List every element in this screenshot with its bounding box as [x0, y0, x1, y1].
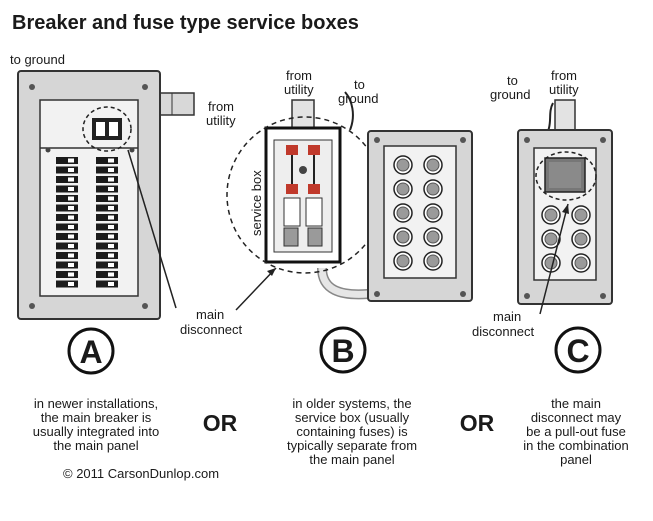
breaker-switch	[56, 195, 78, 202]
breaker-switch	[96, 166, 118, 174]
breaker-switch	[56, 176, 78, 183]
badge-a-letter: A	[79, 334, 102, 370]
label-a-from: from	[208, 99, 234, 114]
caption-c-line: disconnect may	[531, 410, 622, 425]
caption-c-line: in the combination	[523, 438, 629, 453]
caption-c-line: panel	[560, 452, 592, 467]
label-a-to-ground: to ground	[10, 52, 65, 67]
copyright-notice: © 2011 CarsonDunlop.com	[63, 466, 219, 481]
breaker-switch	[56, 223, 78, 231]
fuse-socket	[571, 229, 591, 249]
label-c-utility: utility	[549, 82, 579, 97]
breaker-switch	[96, 233, 118, 240]
badge-b-letter: B	[331, 333, 354, 369]
caption-c: the main disconnect may be a pull-out fu…	[523, 396, 629, 467]
label-a-utility: utility	[206, 113, 236, 128]
breaker-switch	[56, 233, 78, 240]
fuse-socket	[393, 203, 413, 223]
panel-a-illustration	[17, 70, 195, 320]
breaker-switch	[56, 252, 78, 259]
label-c-from: from	[551, 68, 577, 83]
label-a-main: main	[196, 307, 224, 322]
breaker-switch	[56, 214, 78, 221]
caption-c-line: the main	[551, 396, 601, 411]
caption-a: in newer installations, the main breaker…	[33, 396, 159, 453]
breaker-switch	[96, 176, 118, 183]
breaker-switch	[56, 166, 78, 174]
breaker-switch	[96, 242, 118, 250]
fuse-socket	[423, 179, 443, 199]
fuse-socket	[393, 227, 413, 247]
label-b-from: from	[286, 68, 312, 83]
breaker-switch	[96, 185, 118, 193]
label-b-service-box: service box	[249, 170, 264, 236]
breaker-switch	[56, 271, 78, 278]
label-c-ground: ground	[490, 87, 530, 102]
breaker-switch	[56, 242, 78, 250]
or-separator-1: OR	[203, 410, 238, 436]
diagram-title: Breaker and fuse type service boxes	[12, 12, 359, 34]
panel-c-illustration	[517, 99, 613, 315]
caption-b-line: service box (usually	[295, 410, 410, 425]
label-b-utility: utility	[284, 82, 314, 97]
caption-b-line: in older systems, the	[292, 396, 411, 411]
or-separator-2: OR	[460, 410, 495, 436]
fuse-socket	[423, 227, 443, 247]
fuse-socket	[423, 203, 443, 223]
fuse-socket	[393, 179, 413, 199]
fuse-socket	[393, 251, 413, 271]
breaker-rows	[56, 157, 118, 288]
breaker-switch	[56, 204, 78, 212]
caption-b-line: the main panel	[309, 452, 394, 467]
panel-b-illustration	[226, 91, 473, 311]
breaker-switch	[96, 252, 118, 259]
badge-c-letter: C	[566, 333, 589, 369]
breaker-switch	[96, 280, 118, 288]
fuse-socket	[423, 155, 443, 175]
breaker-switch	[56, 261, 78, 269]
breaker-switch	[96, 261, 118, 269]
fuse-socket	[541, 205, 561, 225]
badge-a: A	[67, 327, 115, 375]
fuse-socket	[571, 205, 591, 225]
badge-b: B	[319, 326, 367, 374]
breaker-switch	[96, 195, 118, 202]
breaker-switch	[56, 280, 78, 288]
fuse-socket	[541, 229, 561, 249]
breaker-switch	[96, 214, 118, 221]
label-c-to: to	[507, 73, 518, 88]
caption-b-line: typically separate from	[287, 438, 417, 453]
fuse-socket	[571, 253, 591, 273]
fuse-socket	[423, 251, 443, 271]
label-c-main: main	[493, 309, 521, 324]
caption-b: in older systems, the service box (usual…	[287, 396, 417, 467]
caption-a-line: in newer installations,	[34, 396, 158, 411]
label-b-ground: ground	[338, 91, 378, 106]
caption-c-line: be a pull-out fuse	[526, 424, 626, 439]
breaker-switch	[56, 157, 78, 164]
breaker-switch	[96, 204, 118, 212]
caption-a-line: the main breaker is	[41, 410, 152, 425]
breaker-switch	[96, 223, 118, 231]
caption-a-line: the main panel	[53, 438, 138, 453]
caption-b-line: containing fuses) is	[296, 424, 408, 439]
breaker-switch	[56, 185, 78, 193]
badge-c: C	[554, 326, 602, 374]
label-a-disconnect: disconnect	[180, 322, 243, 337]
fuse-sockets	[393, 155, 443, 271]
fuse-socket	[393, 155, 413, 175]
label-c-disconnect: disconnect	[472, 324, 535, 339]
caption-a-line: usually integrated into	[33, 424, 159, 439]
breaker-switch	[96, 157, 118, 164]
label-b-to: to	[354, 77, 365, 92]
breaker-switch	[96, 271, 118, 278]
